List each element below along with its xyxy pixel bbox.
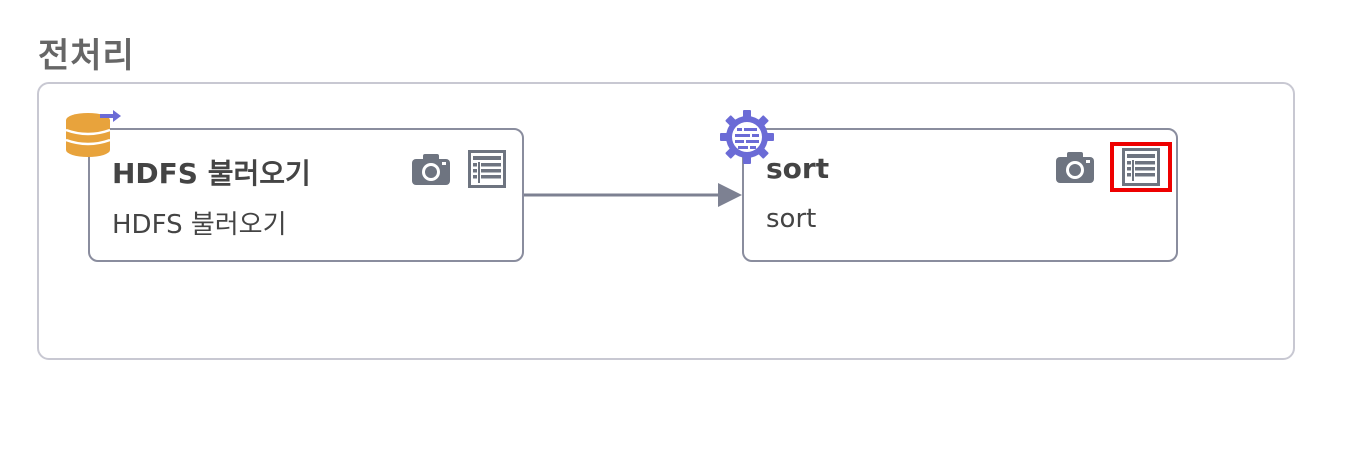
gear-sort-icon: [720, 110, 774, 164]
node-hdfs-load[interactable]: HDFS 불러오기 HDFS 불러오기: [88, 128, 524, 262]
node-title: HDFS 불러오기: [112, 157, 311, 190]
data-table-icon[interactable]: [466, 148, 508, 190]
node-title: sort: [766, 152, 830, 185]
node-subtitle: sort: [766, 204, 817, 234]
database-import-icon: [65, 110, 121, 157]
data-table-icon[interactable]: [1110, 142, 1172, 192]
node-sort[interactable]: sort sort: [742, 128, 1178, 262]
camera-icon[interactable]: [410, 148, 452, 190]
node-subtitle: HDFS 불러오기: [112, 210, 287, 240]
pipeline-canvas: [37, 82, 1295, 360]
section-title: 전처리: [38, 36, 135, 76]
camera-icon[interactable]: [1054, 146, 1096, 188]
